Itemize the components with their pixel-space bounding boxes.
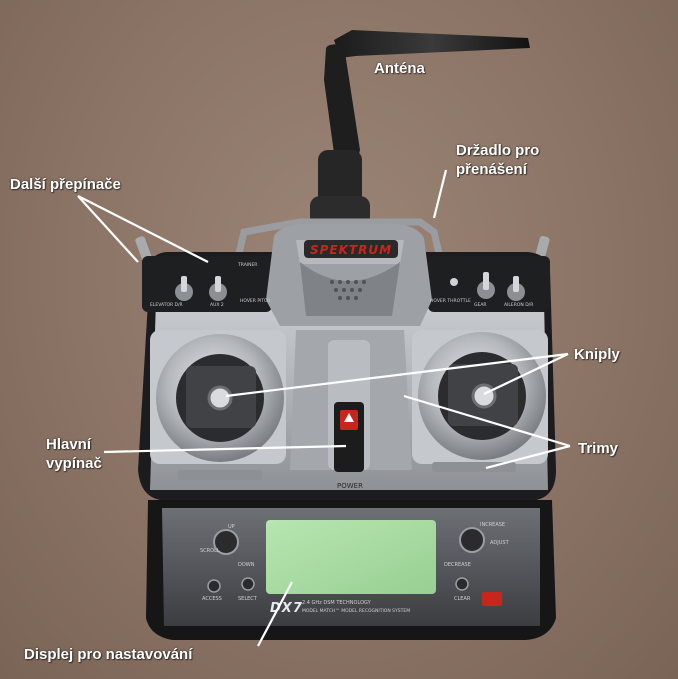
select-button: [241, 577, 255, 591]
left-stick-gimbal: [150, 330, 286, 464]
lower-panel: DX7 2.4 GHz DSM TECHNOLOGY MODEL MATCH™ …: [146, 500, 556, 640]
select-label: SELECT: [238, 596, 258, 602]
tech-line-1: 2.4 GHz DSM TECHNOLOGY: [302, 600, 372, 606]
label-trims: Trimy: [578, 440, 619, 457]
increase-label: INCREASE: [480, 522, 505, 528]
carrying-handle: [234, 218, 444, 259]
label-handle-line1: Držadlo pro: [456, 142, 540, 159]
adjust-label: ADJUST: [490, 540, 510, 546]
up-label: UP: [228, 524, 235, 530]
label-switches: Další přepínače: [10, 176, 121, 193]
tech-line-2: MODEL MATCH™ MODEL RECOGNITION SYSTEM: [302, 608, 410, 614]
label-main-switch-line1: Hlavní: [46, 436, 92, 453]
right-stick: [471, 383, 497, 409]
lcd-display: [266, 520, 436, 594]
svg-text:HOVER THROTTLE: HOVER THROTTLE: [430, 298, 471, 304]
label-display: Displej pro nastavování: [24, 646, 193, 663]
label-antenna: Anténa: [374, 60, 425, 77]
label-sticks: Kniply: [574, 346, 620, 363]
increase-adjust-button: [459, 527, 485, 553]
scroll-button: [213, 529, 239, 555]
svg-text:AILERON D/R: AILERON D/R: [504, 302, 533, 308]
clear-button: [455, 577, 469, 591]
svg-text:AUX 2: AUX 2: [210, 302, 224, 308]
power-label: POWER: [337, 482, 363, 490]
top-toggle-switches: [175, 272, 525, 301]
left-trim: [178, 470, 262, 480]
decrease-label: DECREASE: [444, 562, 471, 568]
right-stick-gimbal: [412, 330, 548, 464]
label-main-switch-line2: vypínač: [46, 455, 102, 472]
right-trim: [432, 462, 516, 472]
spektrum-logo: SPEKTRUM: [304, 240, 398, 258]
scroll-label: SCROLL: [200, 548, 220, 554]
svg-text:ELEVATOR D/R: ELEVATOR D/R: [150, 302, 183, 308]
switch-panel-labels: ELEVATOR D/R AUX 2 TRAINER HOVER PITCH H…: [150, 262, 533, 308]
pointer-lines: [77, 169, 571, 647]
access-button: [207, 579, 221, 593]
svg-text:HOVER PITCH: HOVER PITCH: [240, 298, 270, 304]
svg-text:TRAINER: TRAINER: [237, 262, 257, 268]
clear-label: CLEAR: [454, 596, 471, 602]
center-column: POWER: [290, 330, 412, 490]
svg-text:SPEKTRUM: SPEKTRUM: [310, 243, 392, 257]
left-stick: [207, 385, 233, 411]
svg-text:GEAR: GEAR: [474, 302, 487, 308]
access-label: ACCESS: [202, 596, 222, 602]
model-label: DX7: [270, 601, 303, 616]
down-label: DOWN: [238, 562, 255, 568]
label-handle-line2: přenášení: [456, 161, 527, 178]
